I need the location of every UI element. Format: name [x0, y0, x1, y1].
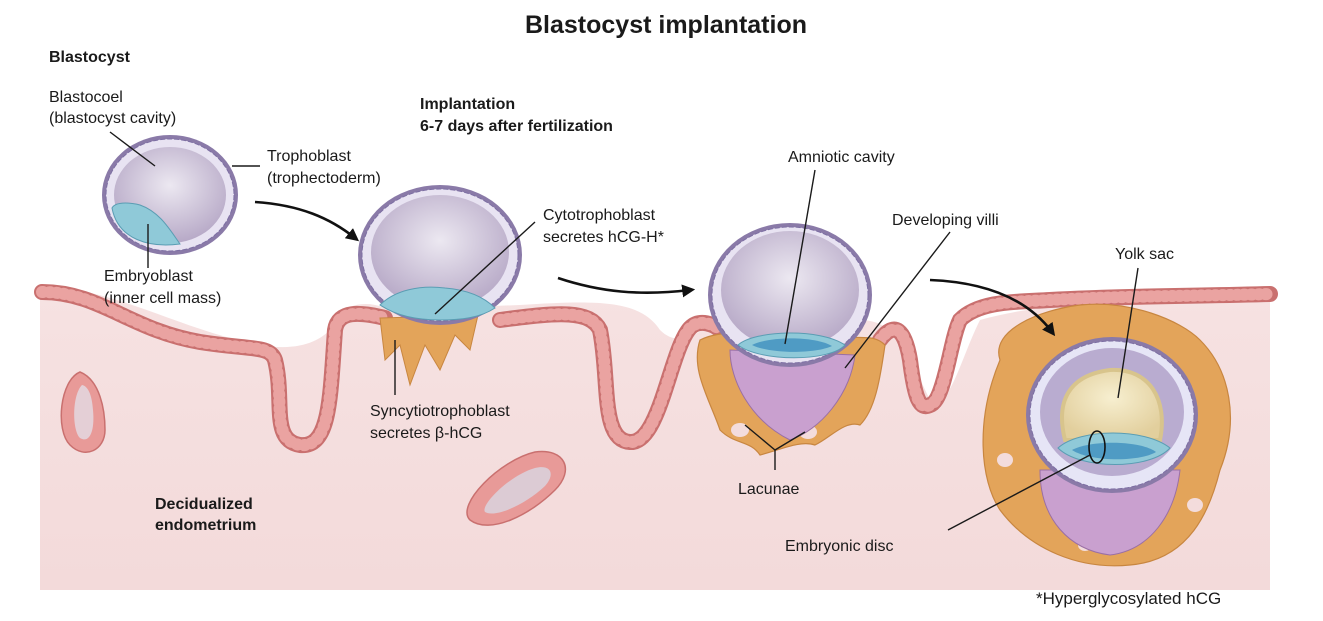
implantation-heading: Implantation	[420, 96, 515, 113]
label-cytotrophoblast-sub: secretes hCG-H*	[543, 229, 664, 246]
blastocyst-attaching	[358, 185, 522, 387]
developing-villi-mass	[729, 349, 856, 441]
label-amniotic-cavity: Amniotic cavity	[788, 149, 895, 166]
leader-yolk-sac	[1117, 267, 1139, 399]
arrow-to-implantation	[254, 200, 360, 242]
label-syncytiotrophoblast-sub: secretes β-hCG	[370, 425, 482, 442]
label-blastocoel: Blastocoel	[49, 89, 123, 106]
arrow-to-early-embryo	[557, 276, 696, 298]
leader-developing-villi	[844, 231, 951, 369]
leader-embryonic-disc	[947, 454, 1091, 531]
uterine-gland-middle	[466, 450, 566, 526]
implantation-timing: 6-7 days after fertilization	[420, 118, 613, 135]
leader-cytotrophoblast	[434, 221, 536, 315]
uterine-gland-left	[60, 371, 106, 453]
label-cytotrophoblast: Cytotrophoblast	[543, 207, 656, 224]
label-embryoblast: Embryoblast	[104, 268, 193, 285]
footnote: *Hyperglycosylated hCG	[1036, 589, 1221, 608]
blastocyst-free	[102, 135, 238, 255]
label-blastocoel-sub: (blastocyst cavity)	[49, 110, 176, 127]
endometrium-tissue	[40, 285, 1270, 590]
amniotic-cavity-shape	[752, 338, 832, 352]
diagram-title: Blastocyst implantation	[525, 11, 807, 39]
label-developing-villi: Developing villi	[892, 212, 999, 229]
label-yolk-sac: Yolk sac	[1115, 246, 1174, 263]
syncytiotrophoblast-early	[379, 314, 479, 387]
embryonic-disc-marker	[1088, 430, 1106, 464]
lacuna	[1187, 498, 1203, 512]
inner-cell-mass	[111, 202, 181, 246]
leader-amniotic-cavity	[784, 169, 816, 345]
label-decidualized: Decidualized	[155, 496, 253, 513]
yolk-sac-shape	[1060, 367, 1164, 442]
villi-embedded	[1039, 469, 1181, 556]
lacuna	[997, 453, 1013, 467]
arrow-to-embedded-embryo	[929, 278, 1056, 337]
lacuna	[731, 423, 749, 437]
leader-blastocoel	[109, 131, 156, 167]
label-embryoblast-sub: (inner cell mass)	[104, 290, 221, 307]
epithelium-cells	[36, 286, 1276, 452]
label-lacunae: Lacunae	[738, 481, 799, 498]
leader-lacunae	[744, 424, 806, 470]
embryoblast-attached	[379, 286, 496, 321]
label-trophoblast-sub: (trophectoderm)	[267, 170, 381, 187]
label-embryonic-disc: Embryonic disc	[785, 538, 893, 555]
embryo-embedded	[982, 303, 1231, 567]
blastocyst-heading: Blastocyst	[49, 49, 131, 66]
embryo-implanting	[696, 223, 886, 456]
label-syncytiotrophoblast: Syncytiotrophoblast	[370, 403, 510, 420]
label-trophoblast: Trophoblast	[267, 148, 351, 165]
label-endometrium: endometrium	[155, 517, 256, 534]
